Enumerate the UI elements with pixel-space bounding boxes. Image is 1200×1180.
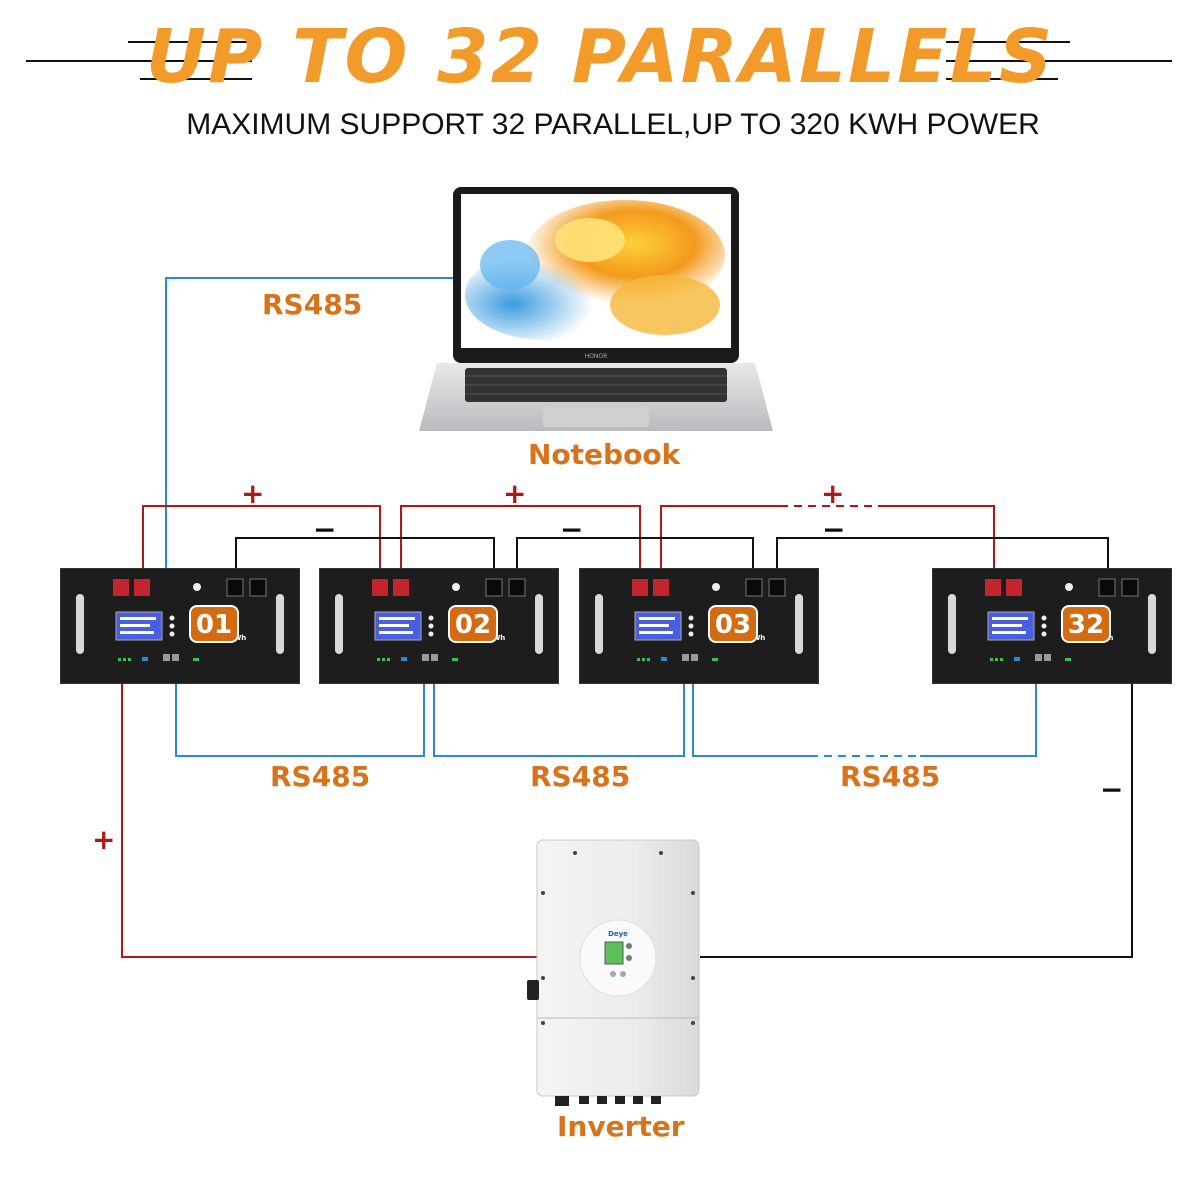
minus-sign-inverter: −: [1100, 773, 1124, 806]
battery-number-badge: [448, 605, 498, 643]
notebook-touchpad: [543, 407, 649, 427]
positive-wire-1-2: [142, 505, 381, 580]
notebook-brand: HONOR: [585, 353, 608, 360]
inverter-side-switch: [527, 980, 539, 1000]
plus-sign-inverter: +: [92, 823, 116, 856]
battery-pack-01: ry Pack10.24KWh01: [60, 568, 300, 684]
battery-number: 01: [196, 610, 232, 640]
notebook-illustration: HONOR: [419, 187, 773, 431]
header-lines: [26, 41, 1172, 80]
battery-pack-03: ry Pack10.24KWh03: [579, 568, 819, 684]
rs485-label-top: RS485: [262, 288, 363, 321]
battery-number: 32: [1068, 610, 1104, 640]
negative-wire-1-2: [235, 537, 495, 580]
positive-wire-2-3: [400, 505, 641, 580]
positive-wire-32: [880, 505, 995, 580]
rs485-label-1: RS485: [270, 760, 371, 793]
inverter-illustration: Deye: [527, 839, 700, 1106]
inverter-brand: Deye: [608, 930, 628, 938]
battery-pack-02: ry Pack10.24KWh02: [319, 568, 559, 684]
inverter-ports: [555, 1096, 661, 1106]
plus-sign-3: +: [821, 477, 845, 510]
rs485-wire-2-3: [433, 662, 685, 757]
rs485-notebook-wire: [165, 277, 455, 622]
negative-wire-2-3: [516, 537, 754, 580]
positive-inverter-wire: [121, 590, 540, 958]
minus-sign-3: −: [822, 513, 846, 546]
battery-number-badge: [189, 605, 239, 643]
page-title: UP TO 32 PARALLELS: [145, 14, 1055, 100]
positive-wire-3-32: [660, 505, 780, 580]
battery-number: 02: [455, 610, 491, 640]
rs485-label-3: RS485: [840, 760, 941, 793]
battery-pack-32: ry Pack0.24KWh32: [932, 568, 1172, 684]
minus-sign-2: −: [560, 513, 584, 546]
notebook-label: Notebook: [528, 438, 681, 471]
battery-number-badge: [708, 605, 758, 643]
negative-wire-3-32: [776, 537, 1109, 580]
inverter-display: [604, 941, 624, 965]
battery-number-badge: [1061, 605, 1111, 643]
rs485-wire-3-32b: [920, 662, 1037, 757]
rs485-wire-3-32a: [692, 662, 810, 757]
plus-sign-2: +: [503, 477, 527, 510]
minus-sign-1: −: [313, 513, 337, 546]
plus-sign-1: +: [241, 477, 265, 510]
page-subtitle: MAXIMUM SUPPORT 32 PARALLEL,UP TO 320 KW…: [186, 108, 1040, 141]
rs485-wire-1-2: [175, 662, 425, 757]
battery-number: 03: [715, 610, 751, 640]
rs485-label-2: RS485: [530, 760, 631, 793]
inverter-label: Inverter: [557, 1110, 685, 1143]
negative-inverter-wire: [700, 592, 1133, 958]
